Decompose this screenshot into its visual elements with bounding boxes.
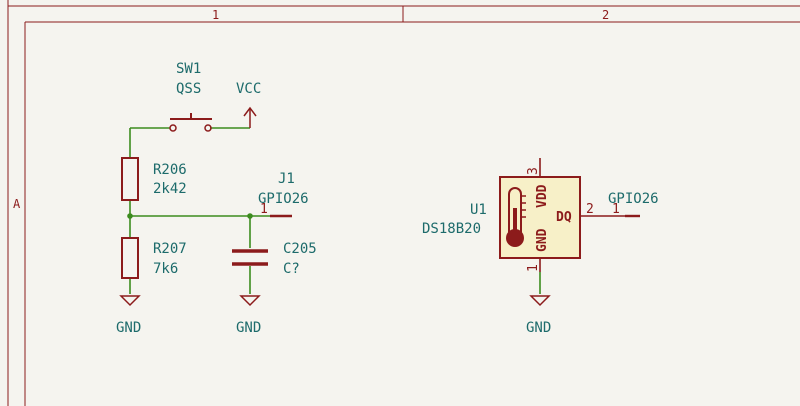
u1-pin2-number: 2 bbox=[586, 202, 594, 217]
c205-ref: C205 bbox=[283, 241, 317, 257]
u1-pin-dq-label: DQ bbox=[556, 210, 572, 225]
u1-pin1-number: 1 bbox=[526, 264, 541, 272]
u1-pin-gnd-label: GND bbox=[535, 228, 550, 252]
r207-ref: R207 bbox=[153, 241, 187, 257]
net-label-text: GPIO26 bbox=[608, 191, 659, 207]
j1-value: GPIO26 bbox=[258, 191, 309, 207]
capacitor-c205[interactable]: C205 C? bbox=[232, 241, 317, 277]
j1-ref: J1 bbox=[278, 171, 295, 187]
u1-ref: U1 bbox=[470, 202, 487, 218]
gnd-symbol-left[interactable]: GND bbox=[116, 295, 141, 336]
c205-value: C? bbox=[283, 261, 300, 277]
gnd-label-left: GND bbox=[116, 320, 141, 336]
u1-value: DS18B20 bbox=[422, 221, 481, 237]
gnd-symbol-right[interactable]: GND bbox=[526, 295, 551, 336]
frame-row-a: A bbox=[13, 197, 21, 211]
switch-sw1[interactable]: SW1 QSS bbox=[169, 61, 212, 132]
u1-pin-vdd-label: VDD bbox=[535, 184, 550, 208]
junction-dot bbox=[127, 213, 133, 219]
resistor-r206[interactable]: R206 2k42 bbox=[121, 157, 187, 201]
wires bbox=[129, 127, 541, 294]
junction-dot bbox=[247, 213, 253, 219]
sw1-ref: SW1 bbox=[176, 61, 201, 77]
net-label-gpio26[interactable]: 1 GPIO26 bbox=[608, 191, 659, 217]
frame-column-1: 1 bbox=[212, 8, 219, 22]
gnd-label-middle: GND bbox=[236, 320, 261, 336]
resistor-r207[interactable]: R207 7k6 bbox=[121, 237, 187, 279]
sheet-frame: 1 2 A bbox=[7, 0, 800, 406]
frame-column-2: 2 bbox=[602, 8, 609, 22]
vcc-power-symbol[interactable]: VCC bbox=[236, 81, 261, 128]
gnd-label-right: GND bbox=[526, 320, 551, 336]
vcc-label: VCC bbox=[236, 81, 261, 97]
connector-j1[interactable]: 1 J1 GPIO26 bbox=[258, 171, 309, 218]
r206-value: 2k42 bbox=[153, 181, 187, 197]
r207-value: 7k6 bbox=[153, 261, 178, 277]
u1-pin3-number: 3 bbox=[526, 167, 541, 175]
thermometer-icon bbox=[506, 187, 526, 247]
sw1-value: QSS bbox=[176, 81, 201, 97]
r206-ref: R206 bbox=[153, 162, 187, 178]
j1-pin-number: 1 bbox=[260, 202, 268, 217]
net-label-pin-number: 1 bbox=[612, 202, 620, 217]
ic-u1-ds18b20[interactable]: VDD GND DQ 3 1 2 U1 DS18B20 bbox=[422, 158, 640, 272]
gnd-symbol-middle[interactable]: GND bbox=[236, 295, 261, 336]
